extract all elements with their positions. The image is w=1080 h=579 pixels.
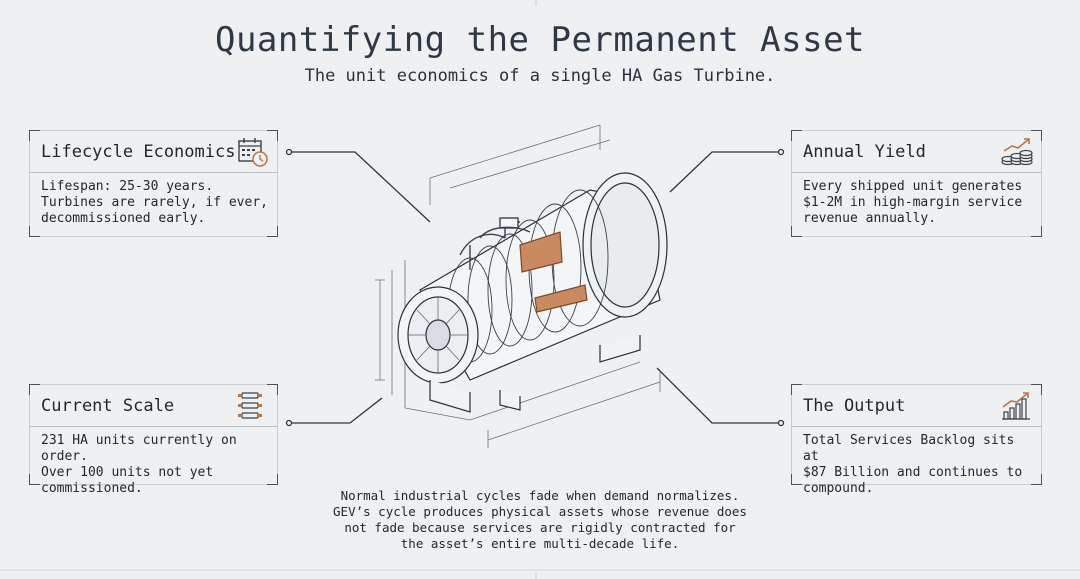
leader-lines xyxy=(285,148,785,427)
card-heading: The Output xyxy=(803,396,906,416)
card-heading: Current Scale xyxy=(41,396,175,416)
coin-stack-growth-icon xyxy=(1001,138,1033,166)
card-current-scale: Current Scale 231 HA units currently on … xyxy=(29,384,278,496)
turbine-units-icon xyxy=(238,392,262,419)
card-body: Lifespan: 25-30 years. Turbines are rare… xyxy=(41,179,268,226)
page-subtitle: The unit economics of a single HA Gas Tu… xyxy=(304,66,776,86)
card-the-output: The Output Total Services Backlog sits a… xyxy=(791,384,1042,496)
card-body: Every shipped unit generates $1-2M in hi… xyxy=(803,179,1023,226)
footer-note: Normal industrial cycles fade when deman… xyxy=(333,488,747,551)
card-heading: Annual Yield xyxy=(803,142,926,162)
card-body: 231 HA units currently on order. Over 10… xyxy=(41,433,237,496)
dimension-lines xyxy=(375,124,661,448)
page-title: Quantifying the Permanent Asset xyxy=(214,20,866,60)
bar-chart-growth-icon xyxy=(1002,392,1030,420)
calendar-clock-icon xyxy=(238,138,268,167)
card-heading: Lifecycle Economics xyxy=(41,142,236,162)
card-annual-yield: Annual Yield Every shipped unit generate… xyxy=(791,130,1042,237)
card-lifecycle-economics: Lifecycle Economics Lifespan: 25-30 year… xyxy=(29,130,278,237)
turbine-body xyxy=(397,172,668,413)
card-body: Total Services Backlog sits at $87 Billi… xyxy=(803,433,1023,496)
